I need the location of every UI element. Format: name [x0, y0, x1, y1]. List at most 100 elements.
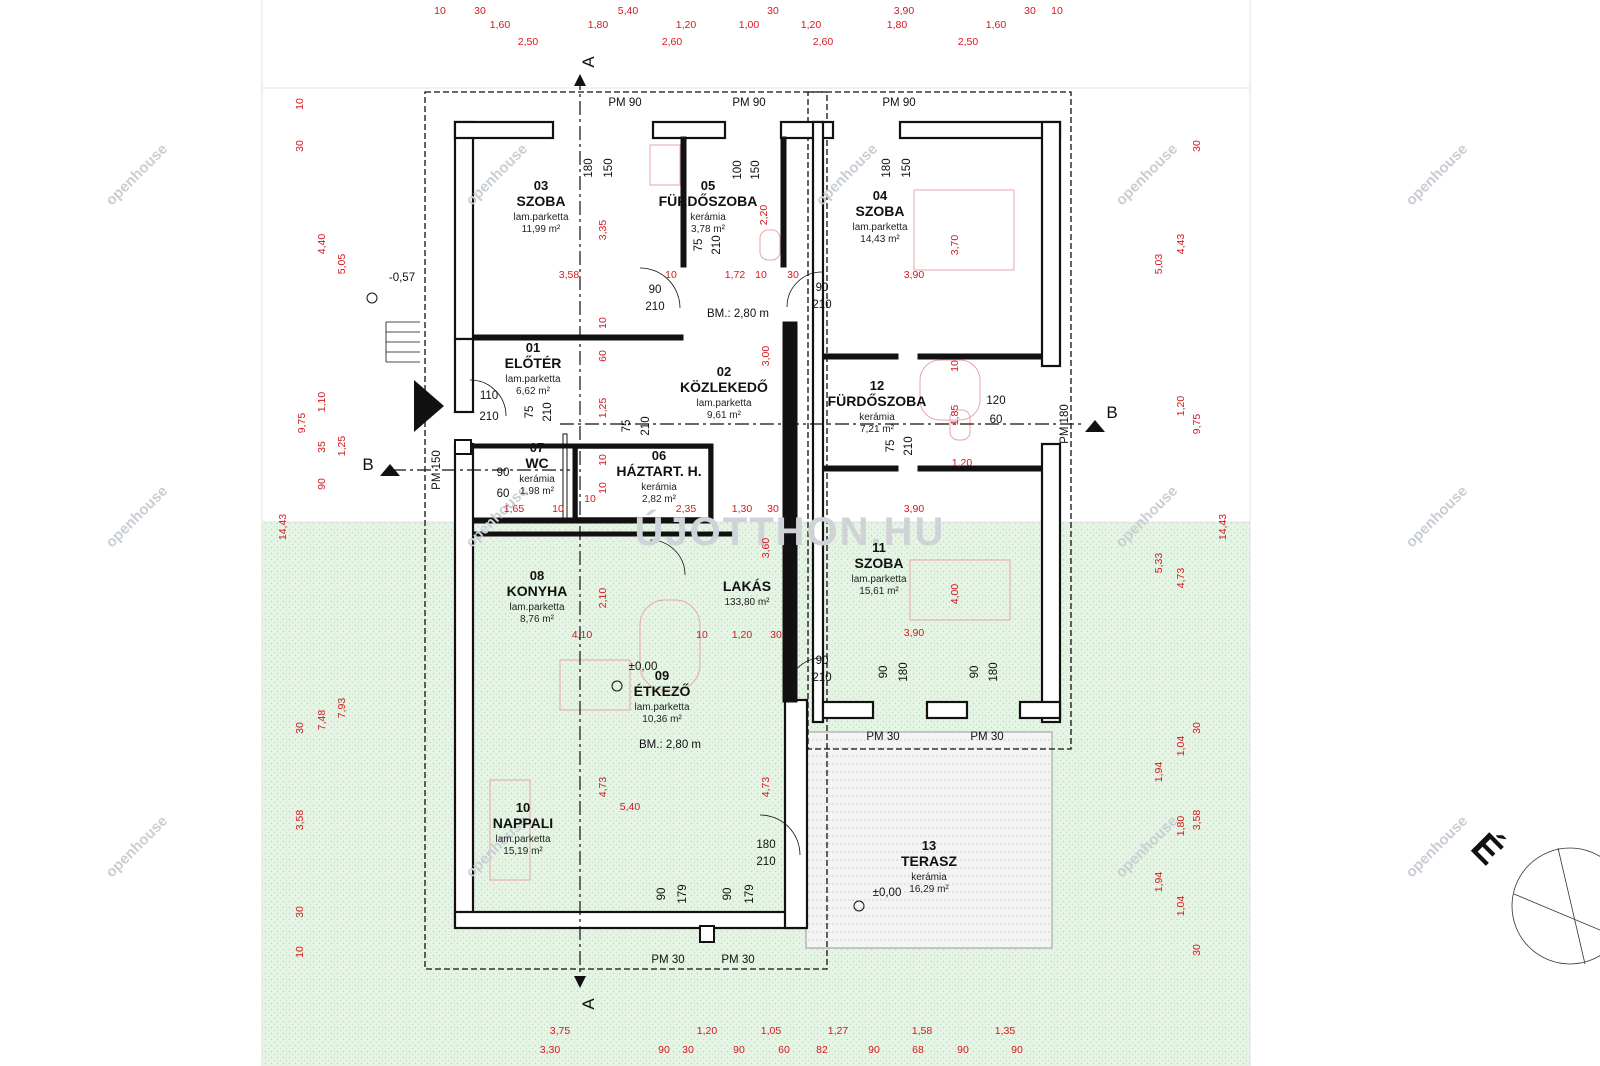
dimension-label: 3,35: [597, 220, 609, 241]
level-markers: [366, 292, 865, 912]
dimension-label: 10: [665, 269, 677, 281]
room-name: NAPPALI: [493, 815, 553, 831]
room-area: 15,19 m²: [503, 846, 543, 857]
dimension-label: 75: [885, 440, 897, 453]
north-label: É: [1463, 824, 1512, 873]
room-name: SZOBA: [856, 203, 905, 219]
terrace-deck: [805, 731, 1053, 949]
dimension-label: 1,60: [986, 19, 1007, 31]
section-markers: [380, 74, 1105, 988]
room-floor: lam.parketta: [509, 602, 564, 613]
room-area: 11,99 m²: [522, 224, 561, 235]
dimension-label: 180: [988, 662, 1000, 681]
walls: [453, 120, 1062, 930]
dimension-label: 90: [656, 888, 668, 901]
dimension-label: 1,94: [1153, 762, 1165, 783]
dimension-label: 2,35: [676, 503, 697, 515]
room-number: 11: [872, 540, 886, 555]
dimension-label: 2,10: [597, 588, 609, 609]
dimension-label: 1,05: [761, 1025, 782, 1037]
dimension-label: 3,90: [894, 5, 915, 17]
dimension-label: 2,50: [518, 36, 539, 48]
dimension-label: 210: [479, 411, 498, 423]
apartment-area: 133,80 m²: [724, 597, 770, 608]
dimension-label: 90: [878, 666, 890, 679]
dimension-label: 90: [722, 888, 734, 901]
dimension-label: 90: [316, 478, 328, 490]
dimension-label: 4,43: [1175, 234, 1187, 255]
room-floor: lam.parketta: [513, 212, 568, 223]
section-lines: [392, 76, 1085, 985]
dimension-label: 210: [903, 436, 915, 455]
dimension-label: 2,50: [958, 36, 979, 48]
dimension-label: 75: [621, 420, 633, 433]
room-floor: lam.parketta: [851, 574, 906, 585]
room-number: 09: [655, 668, 669, 683]
dimension-label: 60: [990, 414, 1003, 426]
closet-outline: [576, 447, 710, 519]
door-swings: [469, 267, 823, 856]
dimension-label: 210: [645, 301, 664, 313]
dimension-label: 10: [597, 454, 609, 466]
dimension-label: 4,73: [1175, 568, 1187, 589]
room-name: FÜRDŐSZOBA: [828, 392, 927, 409]
dimension-label: 2,20: [758, 205, 770, 226]
room-floor: lam.parketta: [696, 398, 751, 409]
dimension-label: 1,20: [732, 629, 753, 641]
dimension-label: 60: [497, 488, 510, 500]
dimension-label: 7,48: [316, 710, 328, 731]
dimension-label: 30: [767, 5, 779, 17]
room-number: 02: [717, 364, 731, 379]
dimension-label: PM 30: [866, 731, 899, 743]
room-area: 9,61 m²: [707, 410, 742, 421]
watermark-logo: openhouse: [1403, 141, 1472, 210]
dimension-label: 179: [744, 884, 756, 903]
dimension-label: 1,25: [336, 436, 348, 457]
room-name: ELŐTÉR: [505, 354, 562, 371]
dimension-label: 10: [434, 5, 446, 17]
dimension-label: 5,05: [336, 254, 348, 275]
dimension-label: 1,60: [490, 19, 511, 31]
dimension-label: 1,80: [887, 19, 908, 31]
dimension-label: 210: [640, 416, 652, 435]
dimension-label: 1,80: [1175, 816, 1187, 837]
dimension-label: PM 90: [732, 97, 765, 109]
dimension-label: PM 30: [970, 731, 1003, 743]
dimension-label: 1,00: [739, 19, 760, 31]
dimension-label: 5,33: [1153, 553, 1165, 574]
dimension-label: PM 180: [1059, 404, 1071, 444]
dimension-label: 1,58: [912, 1025, 933, 1037]
dimension-label: 3,00: [760, 346, 772, 367]
dimension-label: 10: [1051, 5, 1063, 17]
dimension-label: 3,60: [760, 538, 772, 559]
room-number: 07: [530, 440, 544, 455]
room-area: 8,76 m²: [520, 614, 555, 625]
dimension-label: 30: [294, 140, 306, 152]
dimension-label: 30: [474, 5, 486, 17]
dimension-label: 1,10: [316, 392, 328, 413]
dimension-label: 10: [584, 493, 596, 505]
north-compass: [1511, 847, 1600, 965]
site-grid-lines: [261, 0, 1251, 1066]
dimension-label: PM 30: [651, 954, 684, 966]
room-name: ÉTKEZŐ: [634, 682, 691, 699]
room-floor: kerámia: [690, 212, 726, 223]
room-name: FÜRDŐSZOBA: [659, 192, 758, 209]
room-floor: kerámia: [641, 482, 677, 493]
garden-area: [262, 522, 1250, 1066]
dimension-label: 3,90: [904, 269, 925, 281]
room-number: 05: [701, 178, 715, 193]
dimension-label: 90: [733, 1044, 745, 1056]
dimension-label: 180: [881, 158, 893, 177]
ceiling-height: BM.: 2,80 m: [639, 739, 701, 751]
dimension-label: 1,72: [725, 269, 746, 281]
dimension-label: 210: [812, 672, 831, 684]
watermark-site: ÚJOTTHON.HU: [635, 508, 946, 554]
room-name: SZOBA: [855, 555, 904, 571]
room-area: 14,43 m²: [860, 234, 900, 245]
dimension-label: 5,40: [618, 5, 639, 17]
dimension-label: 179: [677, 884, 689, 903]
dimension-label: 7,93: [336, 698, 348, 719]
dimension-label: 90: [658, 1044, 670, 1056]
